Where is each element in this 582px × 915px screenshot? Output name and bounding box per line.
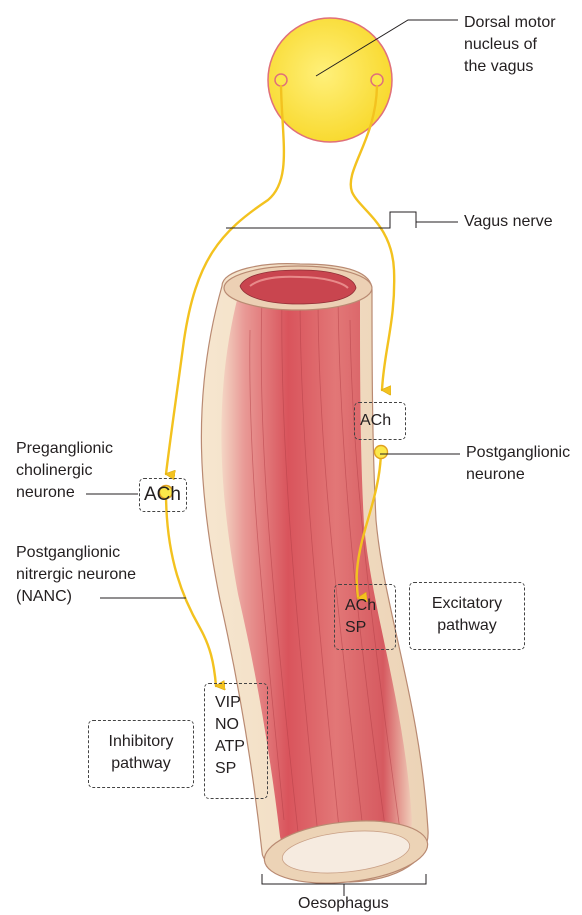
postganglionic-neurone-label: Postganglionic neurone (466, 442, 570, 486)
dorsal-motor-line-3: the vagus (464, 56, 556, 78)
ach-right-text: ACh (360, 410, 400, 432)
preganglionic-line-1: Preganglionic (16, 438, 113, 460)
preganglionic-line-2: cholinergic (16, 460, 113, 482)
postganglionic-nitrergic-label: Postganglionic nitrergic neurone (NANC) (16, 542, 136, 608)
ach-box-right: ACh (354, 402, 406, 440)
preganglionic-line-3: neurone (16, 482, 113, 504)
inhibitory-transmitter-3: ATP (215, 736, 257, 758)
excitatory-transmitters-box: ACh SP (334, 584, 396, 650)
inhibitory-transmitter-2: NO (215, 714, 257, 736)
inhibitory-transmitter-1: VIP (215, 692, 257, 714)
excitatory-pathway-line-1: Excitatory (424, 593, 510, 615)
nitrergic-line-3: (NANC) (16, 586, 136, 608)
excitatory-transmitter-2: SP (345, 617, 385, 639)
preganglionic-label: Preganglionic cholinergic neurone (16, 438, 113, 504)
excitatory-pathway-box: Excitatory pathway (409, 582, 525, 650)
inhibitory-pathway-box: Inhibitory pathway (88, 720, 194, 788)
inhibitory-pathway-line-2: pathway (101, 753, 181, 775)
vagus-nerve-label: Vagus nerve (464, 211, 553, 233)
postganglionic-right-line-1: Postganglionic (466, 442, 570, 464)
nucleus-cell-right (371, 74, 383, 86)
nucleus-cell-left (275, 74, 287, 86)
dorsal-motor-nucleus-label: Dorsal motor nucleus of the vagus (464, 12, 556, 78)
nitrergic-line-1: Postganglionic (16, 542, 136, 564)
right-ganglion-cell (375, 446, 388, 459)
dorsal-motor-line-1: Dorsal motor (464, 12, 556, 34)
ach-box-left: ACh (139, 478, 187, 512)
nitrergic-line-2: nitrergic neurone (16, 564, 136, 586)
inhibitory-transmitter-4: SP (215, 758, 257, 780)
ach-left-text: ACh (144, 484, 182, 506)
postganglionic-right-line-2: neurone (466, 464, 570, 486)
excitatory-pathway-line-2: pathway (424, 615, 510, 637)
excitatory-transmitter-1: ACh (345, 595, 385, 617)
inhibitory-transmitters-box: VIP NO ATP SP (204, 683, 268, 799)
inhibitory-pathway-line-1: Inhibitory (101, 731, 181, 753)
dorsal-motor-line-2: nucleus of (464, 34, 556, 56)
